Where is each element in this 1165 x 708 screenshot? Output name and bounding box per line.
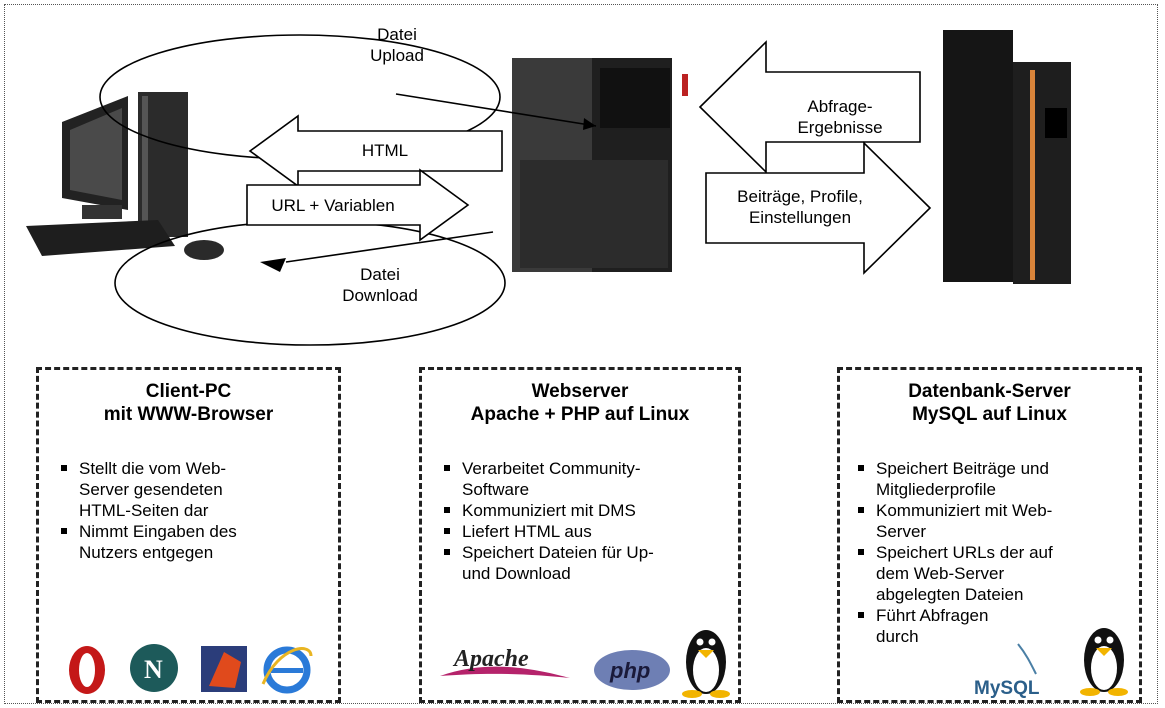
list-line: Stellt die vom Web-	[79, 459, 227, 478]
webserver-title: Webserver Apache + PHP auf Linux	[422, 380, 738, 426]
label-line: Download	[342, 286, 418, 305]
apache-logo-text: Apache	[452, 646, 529, 672]
title-line: Datenbank-Server	[908, 381, 1071, 402]
title-line: mit WWW-Browser	[103, 404, 274, 425]
client-pc-list: Stellt die vom Web- Server gesendeten HT…	[59, 458, 237, 563]
list-line: Speichert URLs der auf	[876, 543, 1053, 562]
webserver-box: Webserver Apache + PHP auf Linux Verarbe…	[419, 367, 741, 703]
client-pc-image	[26, 92, 224, 260]
list-line: Führt Abfragen	[876, 606, 989, 625]
database-server-title: Datenbank-Server MySQL auf Linux	[840, 380, 1139, 426]
db-logos: MySQL	[974, 628, 1128, 699]
mysql-logo: MySQL	[974, 643, 1040, 699]
netscape-logo: N	[130, 644, 178, 692]
label-line: Einstellungen	[748, 208, 852, 227]
list-line: Nutzers entgegen	[79, 543, 214, 562]
datei-download-label: Datei Download	[325, 264, 435, 306]
list-line: durch	[876, 627, 919, 646]
beitraege-label: Beiträge, Profile, Einstellungen	[712, 186, 888, 228]
list-line: Server	[876, 522, 927, 541]
list-item: Speichert Beiträge und Mitgliederprofile	[856, 458, 1053, 500]
list-item: Verarbeitet Community- Software	[442, 458, 654, 500]
webserver-list: Verarbeitet Community- Software Kommuniz…	[442, 458, 654, 584]
mysql-logo-text: MySQL	[974, 678, 1040, 699]
database-server-list: Speichert Beiträge und Mitgliederprofile…	[856, 458, 1053, 647]
list-item: Liefert HTML aus	[442, 521, 654, 542]
opera-logo	[69, 646, 105, 694]
list-line: Verarbeitet Community-	[462, 459, 641, 478]
abfrage-ergebnisse-label: Abfrage- Ergebnisse	[770, 96, 910, 138]
svg-text:N: N	[144, 655, 163, 684]
list-line: Kommuniziert mit DMS	[462, 501, 636, 520]
label-line: Datei	[360, 265, 400, 284]
list-item: Stellt die vom Web- Server gesendeten HT…	[59, 458, 237, 521]
server-logos: Apache php	[440, 630, 730, 698]
list-line: und Download	[462, 564, 571, 583]
list-line: dem Web-Server	[876, 564, 1005, 583]
php-logo-text: php	[609, 658, 650, 683]
html-label: HTML	[361, 141, 409, 160]
browser-logos: N	[69, 644, 313, 694]
list-line: Software	[462, 480, 530, 499]
html-arrow	[248, 114, 503, 188]
list-line: Liefert HTML aus	[462, 522, 592, 541]
title-line: MySQL auf Linux	[912, 404, 1067, 425]
label-line: Ergebnisse	[797, 118, 883, 137]
query-results-arrow	[698, 40, 921, 174]
list-item: Kommuniziert mit DMS	[442, 500, 654, 521]
list-item: Speichert URLs der auf dem Web-Server ab…	[856, 542, 1053, 605]
list-line: Mitgliederprofile	[876, 480, 996, 499]
list-item: Nimmt Eingaben des Nutzers entgegen	[59, 521, 237, 563]
tux-linux-logo	[682, 630, 730, 698]
url-arrow	[246, 168, 470, 242]
label-line: Datei	[377, 25, 417, 44]
client-pc-title: Client-PC mit WWW-Browser	[39, 380, 338, 426]
diagram-frame	[4, 4, 1158, 704]
download-loop	[114, 220, 506, 346]
list-line: Speichert Beiträge und	[876, 459, 1049, 478]
url-variablen-label: URL + Variablen	[271, 196, 395, 215]
list-item: Führt Abfragen durch	[856, 605, 1053, 647]
list-line: Nimmt Eingaben des	[79, 522, 237, 541]
internet-explorer-logo	[261, 646, 313, 694]
title-line: Apache + PHP auf Linux	[470, 404, 690, 425]
php-logo: php	[594, 650, 670, 690]
list-line: abgelegten Dateien	[876, 585, 1024, 604]
title-line: Client-PC	[145, 381, 232, 402]
list-line: Speichert Dateien für Up-	[462, 543, 654, 562]
label-line: Upload	[370, 46, 424, 65]
list-line: HTML-Seiten dar	[79, 501, 209, 520]
client-pc-box: Client-PC mit WWW-Browser Stellt die vom…	[36, 367, 341, 703]
list-item: Speichert Dateien für Up- und Download	[442, 542, 654, 584]
mozilla-logo	[201, 646, 247, 692]
list-line: Server gesendeten	[79, 480, 223, 499]
posts-arrow	[705, 141, 932, 275]
tux-linux-logo	[1080, 628, 1128, 696]
title-line: Webserver	[531, 381, 629, 402]
list-item: Kommuniziert mit Web- Server	[856, 500, 1053, 542]
webserver-image	[512, 58, 688, 272]
apache-logo: Apache	[440, 646, 570, 678]
label-line: Abfrage-	[807, 97, 873, 116]
label-line: Beiträge, Profile,	[737, 187, 863, 206]
database-server-image	[943, 30, 1071, 284]
list-line: Kommuniziert mit Web-	[876, 501, 1053, 520]
database-server-box: Datenbank-Server MySQL auf Linux Speiche…	[837, 367, 1142, 703]
datei-upload-label: Datei Upload	[342, 24, 452, 66]
